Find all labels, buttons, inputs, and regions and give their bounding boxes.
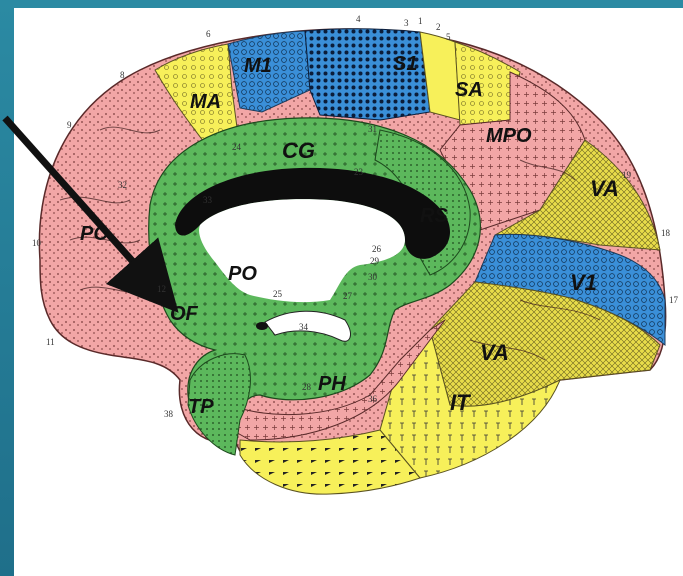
area-number: 29	[370, 256, 380, 266]
area-number: 25	[273, 289, 283, 299]
area-number: 33	[203, 195, 213, 205]
label-of: OF	[170, 303, 199, 325]
label-s1: S1	[393, 53, 417, 75]
area-number: 6	[206, 29, 211, 39]
label-it: IT	[450, 390, 471, 415]
area-number: 8	[120, 70, 125, 80]
label-mpo: MPO	[486, 125, 532, 147]
area-number: 1	[418, 16, 423, 26]
label-ph: PH	[318, 373, 346, 395]
area-number: 34	[299, 322, 309, 332]
area-number: 18	[661, 228, 671, 238]
area-number: 36	[368, 394, 378, 404]
area-number: 5	[446, 32, 451, 42]
area-number: 38	[164, 409, 174, 419]
label-rs: RS	[420, 205, 448, 227]
area-number: 30	[368, 272, 378, 282]
area-number: 4	[356, 14, 361, 24]
area-number: 12	[157, 284, 166, 294]
area-number: 17	[669, 295, 679, 305]
label-pc: PC	[80, 223, 108, 245]
area-number: 24	[232, 142, 242, 152]
area-number: 11	[46, 337, 55, 347]
area-number: 32	[118, 180, 127, 190]
area-number: 9	[67, 120, 72, 130]
area-number: 19	[622, 170, 632, 180]
mammillary-body	[256, 322, 268, 330]
area-number: 31	[368, 124, 377, 134]
label-sa: SA	[455, 79, 483, 101]
label-cg: CG	[282, 138, 315, 163]
area-number: 3	[404, 18, 409, 28]
label-m1: M1	[244, 55, 272, 77]
area-number: 27	[343, 291, 353, 301]
label-tp: TP	[188, 396, 214, 418]
label-va-bottom: VA	[480, 340, 509, 365]
label-va-top: VA	[590, 176, 619, 201]
label-po: PO	[228, 263, 257, 285]
label-v1: V1	[570, 270, 597, 295]
area-number: 28	[302, 382, 312, 392]
area-number: 2	[436, 22, 441, 32]
label-ma: MA	[190, 91, 221, 113]
area-number: 26	[372, 244, 382, 254]
area-number: 23	[354, 167, 364, 177]
area-number: 10	[32, 238, 42, 248]
